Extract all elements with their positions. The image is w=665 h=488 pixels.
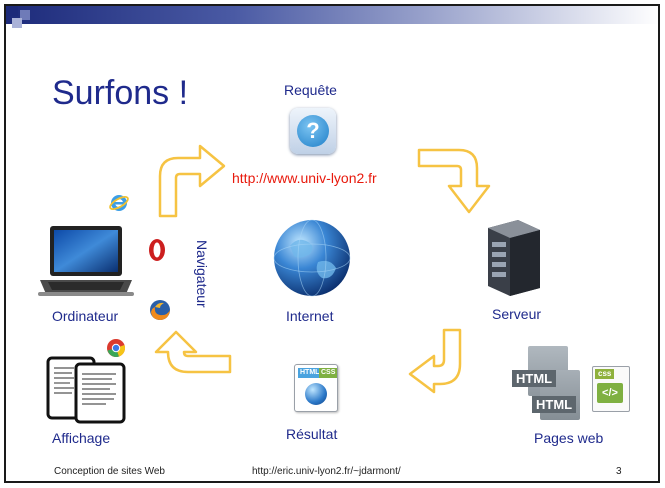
server-icon — [488, 220, 540, 296]
pages-web-label: Pages web — [534, 430, 604, 446]
corner-decoration — [4, 4, 18, 16]
html-badge-1: HTML — [512, 370, 557, 387]
arrow-to-request — [158, 144, 226, 218]
requete-label: Requête — [284, 82, 337, 98]
corner-decoration — [20, 10, 30, 20]
result-file-icon: HTML CSS — [294, 364, 338, 412]
result-css-tag: CSS — [319, 368, 338, 378]
question-icon: ? — [290, 108, 336, 154]
opera-icon — [149, 239, 165, 261]
corner-decoration — [12, 18, 22, 28]
css-file-icon: css </> — [592, 366, 630, 412]
firefox-icon — [150, 300, 170, 320]
header-gradient-bar — [4, 4, 660, 24]
arrow-to-computer — [154, 330, 232, 374]
slide-frame — [4, 4, 660, 483]
documents-icon — [46, 356, 126, 424]
question-circle: ? — [297, 115, 329, 147]
internet-explorer-icon — [109, 195, 129, 211]
url-text: http://www.univ-lyon2.fr — [232, 170, 377, 186]
serveur-label: Serveur — [492, 306, 542, 322]
chrome-icon — [107, 339, 126, 357]
laptop-icon — [38, 226, 134, 296]
slide-title: Surfons ! — [52, 74, 189, 112]
code-icon: </> — [597, 383, 623, 403]
css-badge: css — [595, 369, 615, 379]
affichage-label: Affichage — [52, 430, 111, 446]
navigateur-label: Navigateur — [194, 240, 210, 308]
footer-left: Conception de sites Web — [54, 466, 165, 477]
ordinateur-label: Ordinateur — [52, 308, 119, 324]
arrow-to-result — [408, 328, 462, 394]
arrow-to-server — [417, 148, 491, 214]
result-globe-icon — [305, 383, 327, 405]
html-badge-2: HTML — [532, 396, 577, 413]
result-html-tag: HTML — [298, 368, 322, 378]
internet-label: Internet — [286, 308, 334, 324]
footer-center: http://eric.univ-lyon2.fr/~jdarmont/ — [252, 466, 401, 477]
resultat-label: Résultat — [286, 426, 338, 442]
page-number: 3 — [616, 466, 622, 477]
globe-icon — [273, 219, 351, 297]
